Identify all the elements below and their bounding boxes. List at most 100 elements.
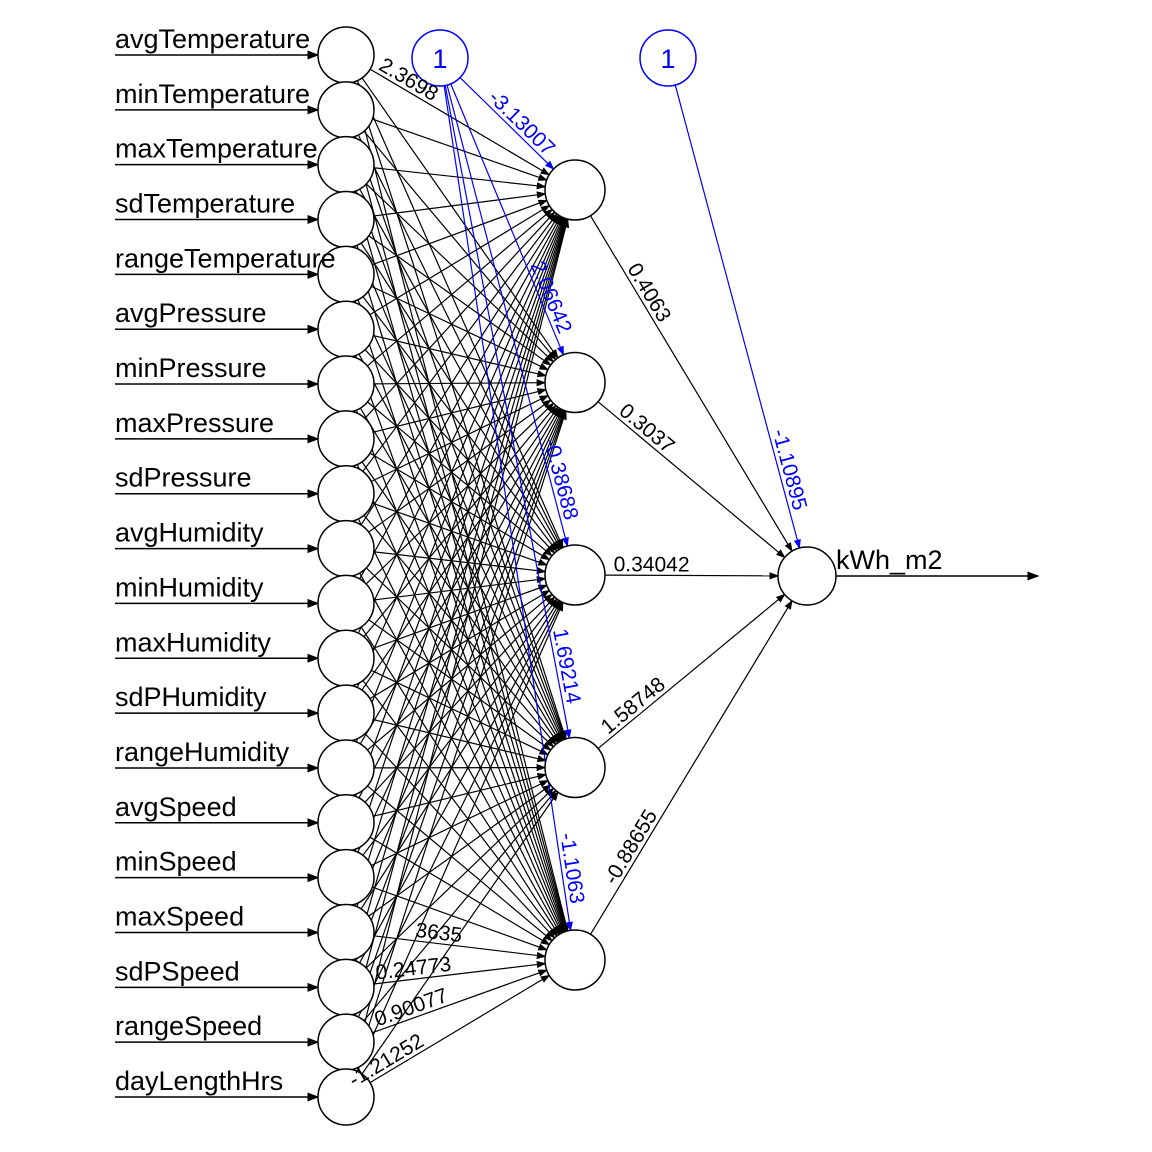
input-node — [317, 903, 375, 962]
edges — [115, 50, 1040, 1102]
input-hidden-edge — [373, 960, 547, 985]
input-hidden-edge — [357, 600, 563, 1018]
input-node — [317, 355, 375, 413]
bias-hidden-edge — [459, 77, 555, 170]
bias-output-edge — [674, 84, 801, 550]
input-hidden-edge — [354, 217, 566, 797]
input-node — [317, 81, 375, 139]
bias-hidden-edge — [444, 85, 572, 740]
input-hidden-edge — [363, 130, 557, 361]
input-hidden-edge — [370, 395, 550, 483]
input-hidden-edge — [364, 211, 556, 419]
input-node — [317, 190, 375, 249]
input-hidden-edge — [371, 669, 550, 756]
input-hidden-edge — [372, 584, 548, 650]
input-node — [317, 464, 375, 523]
input-hidden-edge — [353, 217, 568, 961]
input-hidden-edge — [370, 779, 550, 867]
input-label: minSpeed — [115, 847, 237, 877]
input-hidden-edge — [371, 285, 549, 371]
input-hidden-edge — [372, 199, 548, 266]
input-hidden-edge — [373, 935, 547, 959]
hidden-output-weight-label: -0.88655 — [600, 806, 663, 889]
hidden-output-edge — [589, 215, 793, 553]
bias-hidden-edge — [450, 83, 565, 356]
input-hidden-edge — [362, 597, 558, 856]
hidden-output-weight-label: 1.58748 — [597, 673, 670, 739]
input-node — [317, 135, 375, 194]
input-hidden-edge — [368, 235, 552, 366]
input-node — [317, 794, 375, 852]
input-node — [317, 684, 375, 742]
input-label: rangeTemperature — [115, 243, 336, 273]
hidden-output-weight-label: 0.34042 — [614, 553, 690, 576]
input-hidden-edge — [361, 791, 559, 1075]
input-hidden-edge — [373, 388, 548, 433]
input-node — [317, 739, 375, 797]
input-hidden-edge — [356, 601, 564, 1072]
input-hidden-edge — [360, 599, 560, 910]
bias-hidden-weight-label: -3.13007 — [484, 86, 559, 160]
input-hidden-edge — [353, 409, 567, 1071]
input-hidden-edge — [373, 773, 548, 817]
input-label: sdPressure — [115, 463, 252, 493]
input-hidden-edge — [356, 409, 565, 907]
input-hidden-edge — [372, 969, 548, 1034]
bias-hidden-edge — [446, 84, 569, 548]
input-label: rangeSpeed — [115, 1011, 262, 1041]
input-label: minHumidity — [115, 572, 264, 602]
bias-hidden-edge — [443, 85, 573, 932]
hidden-node — [544, 159, 606, 221]
hidden-node — [544, 351, 606, 414]
input-hidden-edge — [372, 502, 548, 566]
input-hidden-edge — [358, 408, 562, 799]
input-hidden-edge — [357, 215, 563, 634]
input-node — [317, 848, 375, 907]
input-label: avgHumidity — [115, 518, 264, 548]
input-label: avgTemperature — [115, 24, 310, 54]
bias-hidden-weight-label: -1.1063 — [555, 831, 588, 905]
input-label: avgSpeed — [115, 792, 237, 822]
input-hidden-edge — [352, 217, 569, 1016]
input-hidden-edge — [356, 216, 564, 688]
bias-node-label: 1 — [432, 44, 447, 74]
input-label: sdPSpeed — [115, 956, 240, 986]
input-hidden-edge — [369, 68, 551, 176]
input-label: maxTemperature — [115, 134, 318, 164]
input-hidden-edge — [355, 216, 565, 743]
bias-node — [411, 29, 469, 87]
input-hidden-edge — [355, 409, 565, 962]
input-hidden-edge — [361, 406, 559, 691]
input-hidden-edge — [362, 212, 558, 472]
hidden-node — [544, 736, 606, 799]
input-hidden-edge — [365, 567, 555, 748]
input-hidden-edge — [359, 600, 562, 964]
hidden-node — [544, 544, 606, 606]
input-weight-label: 0.90077 — [372, 984, 451, 1031]
input-hidden-edge — [373, 379, 547, 387]
input-hidden-edge — [359, 215, 562, 580]
input-hidden-edge — [368, 619, 552, 751]
input-hidden-edge — [357, 408, 563, 853]
input-hidden-edge — [368, 784, 552, 917]
input-node — [317, 519, 375, 578]
hidden-output-edge — [589, 599, 793, 935]
hidden-output-edge — [597, 593, 786, 749]
input-node — [317, 629, 375, 688]
input-node — [317, 300, 375, 358]
input-label: maxPressure — [115, 408, 274, 438]
input-label: minTemperature — [115, 79, 310, 109]
input-hidden-edge — [364, 596, 556, 803]
input-hidden-edge — [368, 399, 552, 533]
input-hidden-edge — [373, 334, 547, 378]
hidden-output-weight-label: 0.4063 — [623, 259, 676, 326]
input-label: sdPHumidity — [115, 682, 267, 712]
bias-node-label: 1 — [660, 44, 675, 74]
hidden-output-weight-label: 0.3037 — [615, 399, 679, 458]
input-weight-label: 3635 — [414, 919, 463, 947]
input-hidden-edge — [365, 183, 555, 363]
input-hidden-edge — [354, 409, 566, 1016]
input-label: sdTemperature — [115, 189, 295, 219]
bias-output-weight-label: -1.10895 — [767, 427, 811, 513]
input-weight-label: 0.24773 — [374, 953, 452, 985]
